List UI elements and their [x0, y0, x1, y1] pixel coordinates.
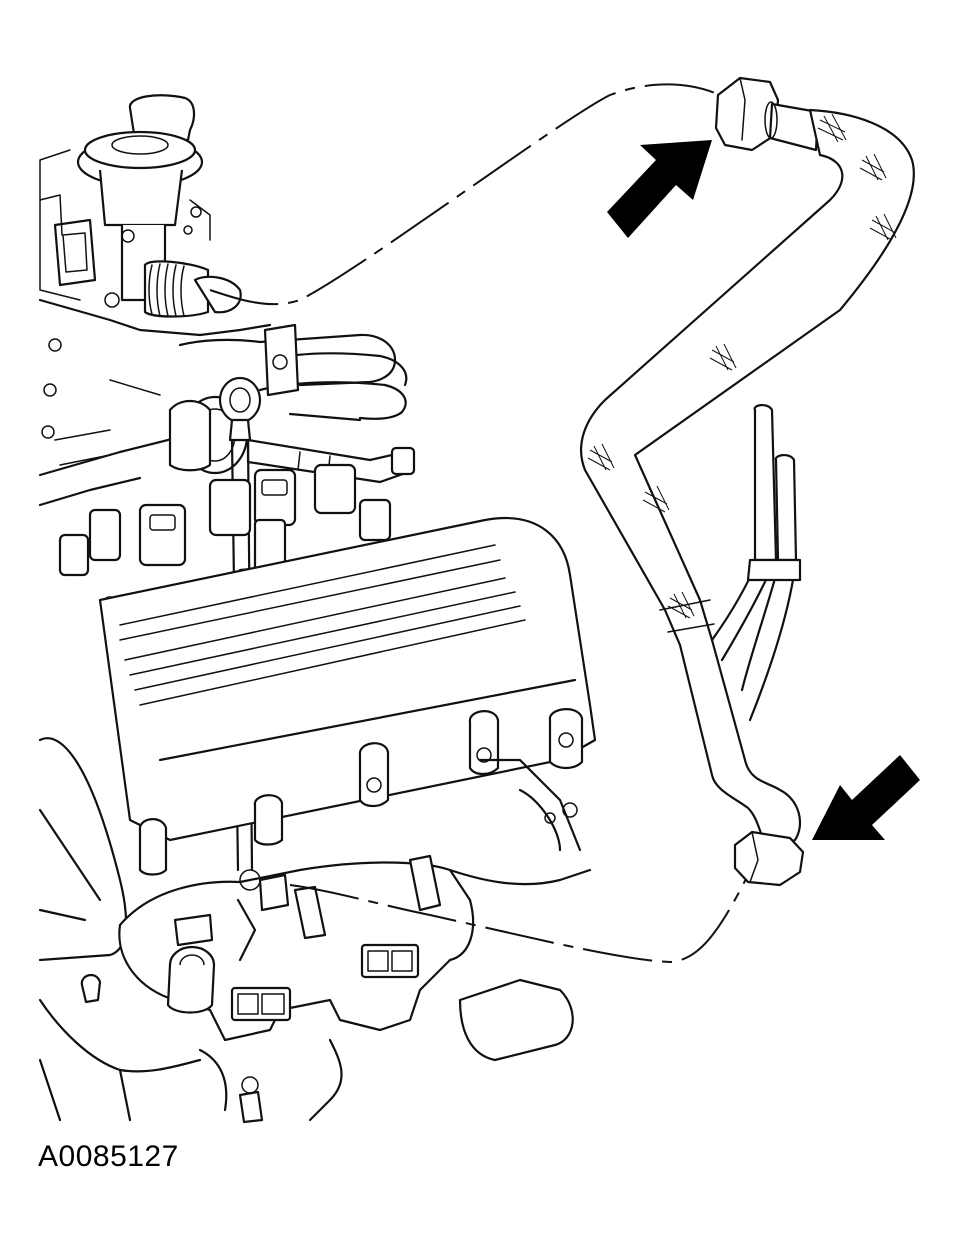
dipstick-tube-bracket	[263, 323, 300, 397]
leader-lines	[209, 83, 749, 964]
valve-cover	[98, 517, 597, 842]
hose-fitting-lower	[733, 830, 805, 887]
engine-assembly	[38, 94, 597, 1124]
upper-arrow-icon	[607, 140, 712, 238]
hose-fitting-upper	[714, 76, 820, 152]
engine-block-lower	[38, 758, 582, 1122]
hose-sleeve-hatching	[587, 113, 897, 619]
upper-intake	[38, 298, 408, 507]
bypass-tubes	[710, 404, 802, 722]
figure-id: A0085127	[38, 1140, 179, 1173]
lower-arrow-icon	[812, 755, 920, 840]
hose-connection-upper	[143, 260, 242, 318]
valve-cover-bolts	[138, 708, 584, 876]
indicator-arrows	[607, 140, 920, 840]
front-cover	[38, 737, 128, 962]
egr-valve	[39, 94, 211, 302]
heater-hose-assembly	[580, 76, 915, 887]
sensor-connector	[39, 194, 135, 439]
heater-hose-main	[580, 108, 915, 852]
